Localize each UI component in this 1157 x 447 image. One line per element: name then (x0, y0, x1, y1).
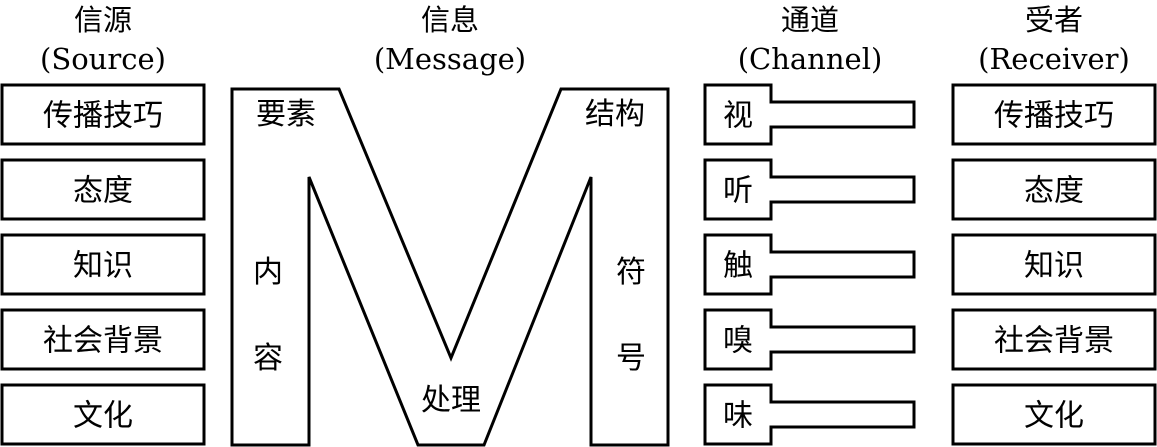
message-code-label-2: 号 (616, 341, 646, 376)
receiver-item-label: 知识 (1024, 249, 1084, 284)
message-treatment-label: 处理 (421, 383, 481, 418)
message-content-label-1: 内 (253, 255, 283, 290)
channel-header-zh: 通道 (781, 3, 839, 37)
source-header-zh: 信源 (74, 3, 132, 37)
message-content-label-2: 容 (253, 341, 283, 376)
channel-item-label: 视 (723, 99, 753, 134)
source-item-label: 知识 (73, 249, 133, 284)
channel-shape (703, 308, 916, 371)
channel-shape (703, 233, 916, 296)
receiver-header-zh: 受者 (1025, 3, 1083, 37)
receiver-box (951, 233, 1157, 296)
message-structure-label: 结构 (585, 97, 645, 132)
source-item-label: 传播技巧 (43, 99, 163, 134)
receiver-box (951, 83, 1157, 146)
message-code-label-1: 符 (616, 255, 646, 290)
source-header-en: (Source) (40, 42, 166, 76)
source-item-label: 态度 (73, 174, 133, 209)
message-header-en: (Message) (374, 42, 526, 76)
source-box (0, 233, 206, 296)
message-m-shape (230, 87, 670, 447)
source-box (0, 383, 206, 446)
channel-shape (703, 83, 916, 146)
source-box (0, 83, 206, 146)
channel-item-label: 触 (723, 249, 753, 284)
channel-shape (703, 158, 916, 221)
channel-item-label: 味 (723, 399, 753, 434)
channel-item-label: 听 (723, 174, 753, 209)
receiver-item-label: 文化 (1024, 399, 1084, 434)
channel-shape (703, 383, 916, 446)
source-item-label: 文化 (73, 399, 133, 434)
receiver-item-label: 态度 (1024, 174, 1084, 209)
receiver-item-label: 社会背景 (994, 324, 1114, 359)
source-item-label: 社会背景 (43, 324, 163, 359)
message-header-zh: 信息 (421, 3, 479, 37)
receiver-box (951, 158, 1157, 221)
channel-header-en: (Channel) (738, 42, 883, 76)
source-box (0, 158, 206, 221)
receiver-item-label: 传播技巧 (994, 99, 1114, 134)
receiver-header-en: (Receiver) (978, 42, 1130, 76)
receiver-box (951, 383, 1157, 446)
receiver-box (951, 308, 1157, 371)
message-elements-label: 要素 (256, 97, 316, 132)
source-box (0, 308, 206, 371)
channel-item-label: 嗅 (723, 324, 753, 359)
